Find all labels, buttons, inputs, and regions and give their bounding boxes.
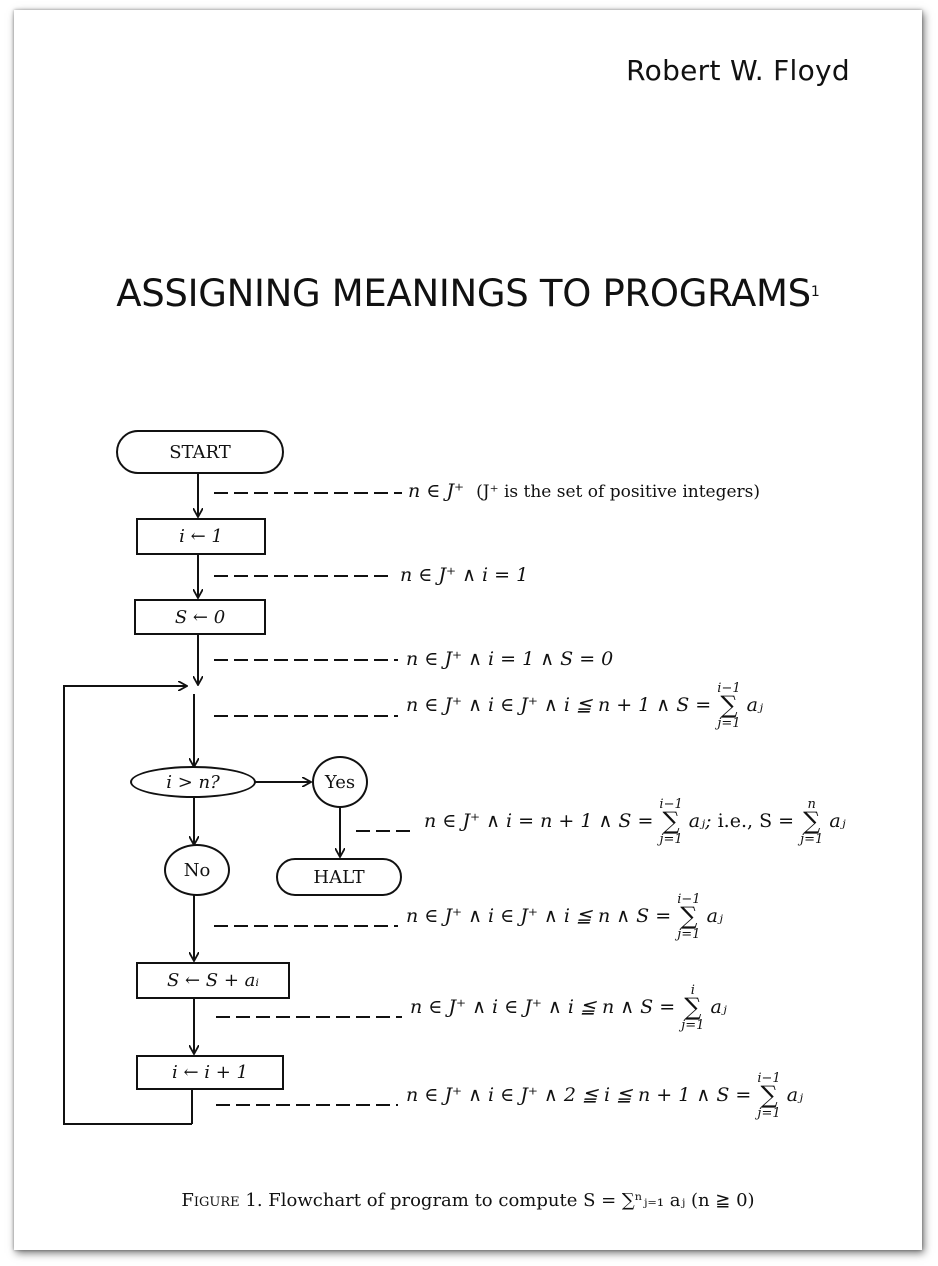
sum-a4-term: aⱼ [746,693,764,716]
assertion-a1-text: n ∈ J⁺ [408,480,465,502]
sum-a5: i−1∑j=1 [659,797,683,847]
assertion-a8-text: n ∈ J⁺ ∧ i ∈ J⁺ ∧ 2 ≦ i ≦ n + 1 ∧ S = [406,1083,752,1106]
assertion-a3: n ∈ J⁺ ∧ i = 1 ∧ S = 0 [406,648,614,670]
flowchart-connectors [63,473,414,1125]
assertion-a8: n ∈ J⁺ ∧ i ∈ J⁺ ∧ 2 ≦ i ≦ n + 1 ∧ S = i−… [406,1072,803,1120]
accumulate-node: S ← S + aᵢ [136,962,290,999]
assertion-a1-note: (J⁺ is the set of positive integers) [476,482,761,502]
sum-a5b-term: aⱼ [829,809,846,832]
assertion-a5: n ∈ J⁺ ∧ i = n + 1 ∧ S = i−1∑j=1 aⱼ; i.e… [424,798,846,846]
assertion-a4: n ∈ J⁺ ∧ i ∈ J⁺ ∧ i ≦ n + 1 ∧ S = i−1∑j=… [406,682,763,730]
sum-a6-term: aⱼ [706,904,723,927]
sum-a5b: n∑j=1 [800,797,824,847]
sum-a4-top: i−1 [717,681,741,696]
figure-caption-text: Flowchart of program to compute S = ∑ⁿⱼ₌… [268,1190,755,1211]
sum-a8-top: i−1 [757,1071,781,1086]
sum-a8: i−1∑j=1 [757,1071,781,1121]
assertion-a6-text: n ∈ J⁺ ∧ i ∈ J⁺ ∧ i ≦ n ∧ S = [406,904,672,927]
no-node: No [164,844,230,896]
sum-a5-term: aⱼ; [688,809,712,832]
sum-a7-bottom: j=1 [681,1017,705,1033]
sum-a6-bottom: j=1 [677,926,701,942]
assertion-a5-ie: i.e., S = [717,809,795,832]
sum-a8-term: aⱼ [786,1083,804,1106]
paper-title-text: ASSIGNING MEANINGS TO PROGRAMS [116,272,811,315]
sum-a5-top: i−1 [659,797,683,812]
init-i-node: i ← 1 [136,518,266,555]
paper-page: Robert W. Floyd ASSIGNING MEANINGS TO PR… [14,10,922,1250]
sum-a6-top: i−1 [677,892,701,907]
halt-node: HALT [276,858,402,896]
yes-node: Yes [312,756,368,808]
sum-a7-top: i [690,983,695,998]
sum-a8-bottom: j=1 [757,1105,781,1121]
paper-title: ASSIGNING MEANINGS TO PROGRAMS1 [14,272,922,315]
assertion-a7: n ∈ J⁺ ∧ i ∈ J⁺ ∧ i ≦ n ∧ S = i∑j=1 aⱼ [410,984,727,1032]
sum-a7-term: aⱼ [710,995,727,1018]
footnote-mark: 1 [810,284,820,300]
figure-caption: Figure 1. Flowchart of program to comput… [14,1190,922,1211]
sum-a6: i−1∑j=1 [677,892,701,942]
test-node: i > n? [130,766,256,798]
assertion-a6: n ∈ J⁺ ∧ i ∈ J⁺ ∧ i ≦ n ∧ S = i−1∑j=1 aⱼ [406,893,723,941]
start-node: START [116,430,284,474]
figure-label: Figure 1. [181,1190,263,1211]
assertion-a1: n ∈ J⁺ (J⁺ is the set of positive intege… [408,482,760,501]
edge-loop-back [63,686,192,1125]
increment-node: i ← i + 1 [136,1055,284,1090]
sum-a7: i∑j=1 [681,983,705,1033]
sum-a4-bottom: j=1 [717,715,741,731]
sum-a5b-bottom: j=1 [800,831,824,847]
assertion-a7-text: n ∈ J⁺ ∧ i ∈ J⁺ ∧ i ≦ n ∧ S = [410,995,676,1018]
sum-a5-bottom: j=1 [659,831,683,847]
sum-a5b-top: n [807,797,816,812]
assertion-a4-text: n ∈ J⁺ ∧ i ∈ J⁺ ∧ i ≦ n + 1 ∧ S = [406,693,712,716]
init-s-node: S ← 0 [134,599,266,635]
sum-a4: i−1∑j=1 [717,681,741,731]
assertion-a2: n ∈ J⁺ ∧ i = 1 [400,564,529,586]
assertion-a5-text: n ∈ J⁺ ∧ i = n + 1 ∧ S = [424,809,654,832]
author-name: Robert W. Floyd [626,54,850,87]
